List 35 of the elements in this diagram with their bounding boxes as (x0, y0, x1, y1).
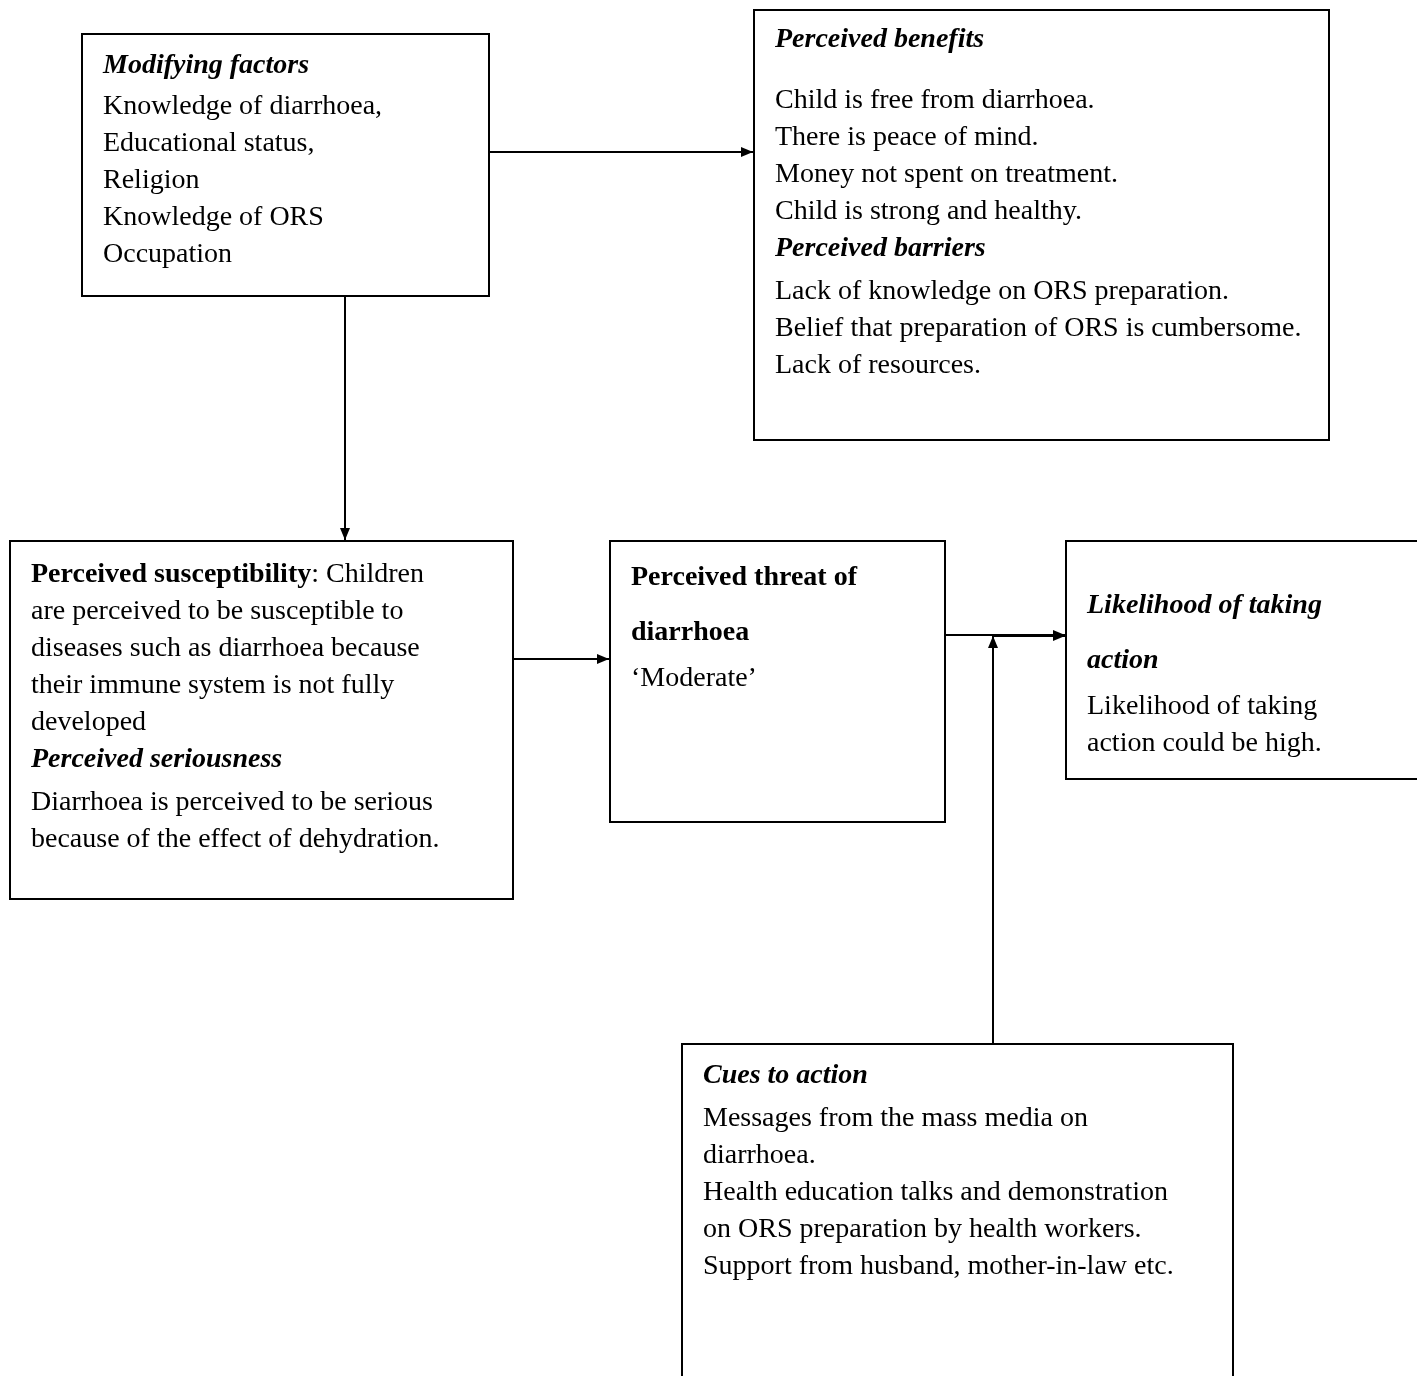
heading: Modifying factors (103, 47, 311, 81)
body-text: Religion (103, 162, 201, 196)
body-text: Money not spent on treatment. (775, 156, 1119, 190)
heading: Cues to action (703, 1057, 869, 1091)
body-text: Child is free from diarrhoea. (775, 82, 1096, 116)
body-text: Belief that preparation of ORS is cumbersome. (775, 310, 1303, 344)
body-text: Health education talks and demonstration on ORS preparation by health workers. (703, 1174, 1169, 1245)
heading: Likelihood of taking action (1087, 587, 1323, 676)
body-text: Messages from the mass media on diarrhoea. (703, 1100, 1089, 1171)
concept-box (681, 1043, 1234, 1376)
body-text: Child is strong and healthy. (775, 193, 1083, 227)
body-text: Likelihood of taking action could be high. (1087, 688, 1323, 759)
arrow (489, 147, 754, 157)
concept-box (9, 540, 514, 900)
body-text: Knowledge of diarrhoea, (103, 88, 384, 122)
heading: Perceived benefits (775, 21, 986, 55)
heading: Perceived barriers (775, 230, 987, 264)
body-text: There is peace of mind. (775, 119, 1040, 153)
body-text: ‘Moderate’ (631, 660, 758, 694)
body-text: Educational status, (103, 125, 316, 159)
body-text: Lack of knowledge on ORS preparation. (775, 273, 1231, 307)
heading: Perceived threat of diarrhoea (631, 559, 859, 648)
concept-box (609, 540, 946, 823)
body-text: Support from husband, mother-in-law etc. (703, 1248, 1175, 1282)
arrow (340, 296, 350, 541)
body-text: Occupation (103, 236, 234, 270)
concept-box (753, 9, 1330, 441)
arrow (513, 654, 610, 664)
concept-box (81, 33, 490, 297)
body-text: Knowledge of ORS (103, 199, 325, 233)
body-text: Diarrhoea is perceived to be serious because of the effect of dehydration. (31, 784, 441, 855)
body-text: Perceived susceptibility: Children are perceived to be susceptible to diseases such as diarrhoea because their immune system is not fully developed (31, 556, 425, 738)
body-text: Lack of resources. (775, 347, 982, 381)
concept-box (1065, 540, 1417, 780)
heading: Perceived seriousness (31, 741, 284, 775)
